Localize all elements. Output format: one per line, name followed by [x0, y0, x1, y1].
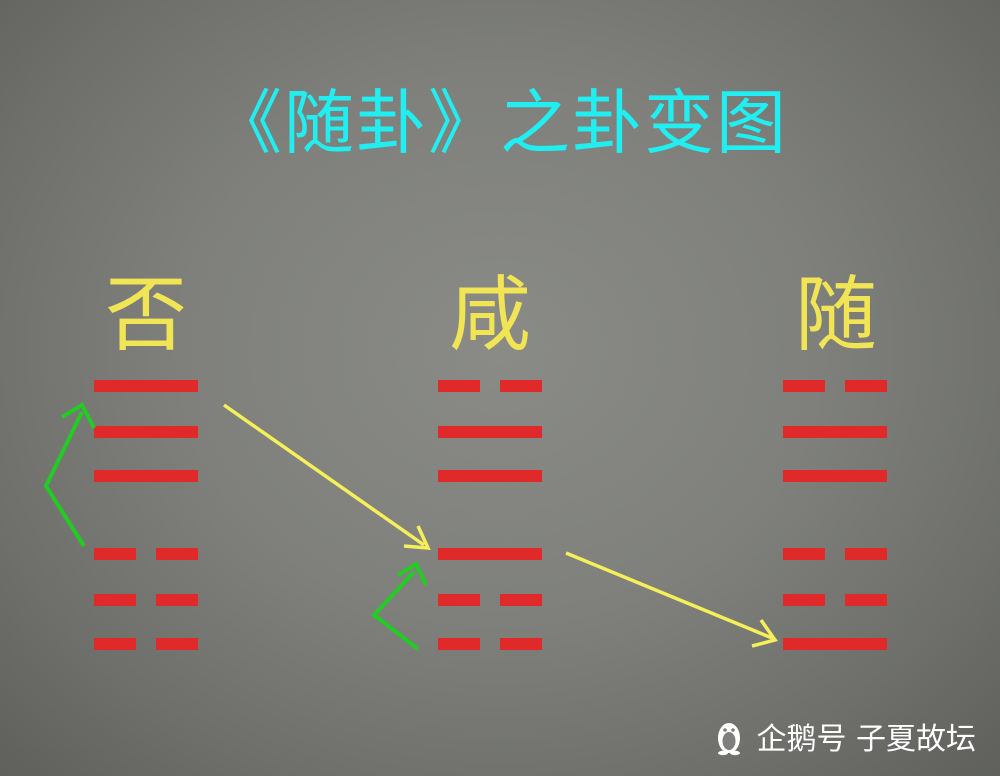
yin-line: [783, 380, 887, 392]
yang-line: [94, 380, 198, 392]
yin-line: [438, 380, 542, 392]
yang-line: [94, 470, 198, 482]
swap-arrow-xian: [371, 561, 428, 651]
transform-arrow-pi-to-xian: [222, 403, 431, 550]
yang-line: [438, 470, 542, 482]
yin-line: [94, 548, 198, 560]
watermark-text: 企鹅号 子夏故坛: [756, 722, 976, 757]
yang-line: [94, 426, 198, 438]
hexagram-pi: [94, 380, 198, 650]
penguin-icon: [718, 723, 741, 756]
hexagram-xian: [438, 380, 542, 650]
yin-line: [94, 638, 198, 650]
yang-line: [438, 426, 542, 438]
yin-line: [783, 548, 887, 560]
yin-line: [438, 594, 542, 606]
yang-line: [438, 548, 542, 560]
yin-line: [94, 594, 198, 606]
yang-line: [783, 426, 887, 438]
transform-arrow-xian-to-sui: [565, 551, 778, 648]
yin-line: [438, 638, 542, 650]
watermark: 企鹅号 子夏故坛: [712, 712, 976, 760]
yang-line: [783, 638, 887, 650]
yin-line: [783, 594, 887, 606]
hexagram-name-sui: 随: [794, 268, 877, 363]
hexagram-sui: [783, 380, 887, 650]
yang-line: [783, 470, 887, 482]
diagram-title: 《随卦》之卦变图: [212, 82, 788, 164]
swap-arrow-pi: [43, 402, 96, 548]
hexagram-name-xian: 咸: [448, 268, 531, 363]
hexagram-name-pi: 否: [104, 268, 187, 363]
